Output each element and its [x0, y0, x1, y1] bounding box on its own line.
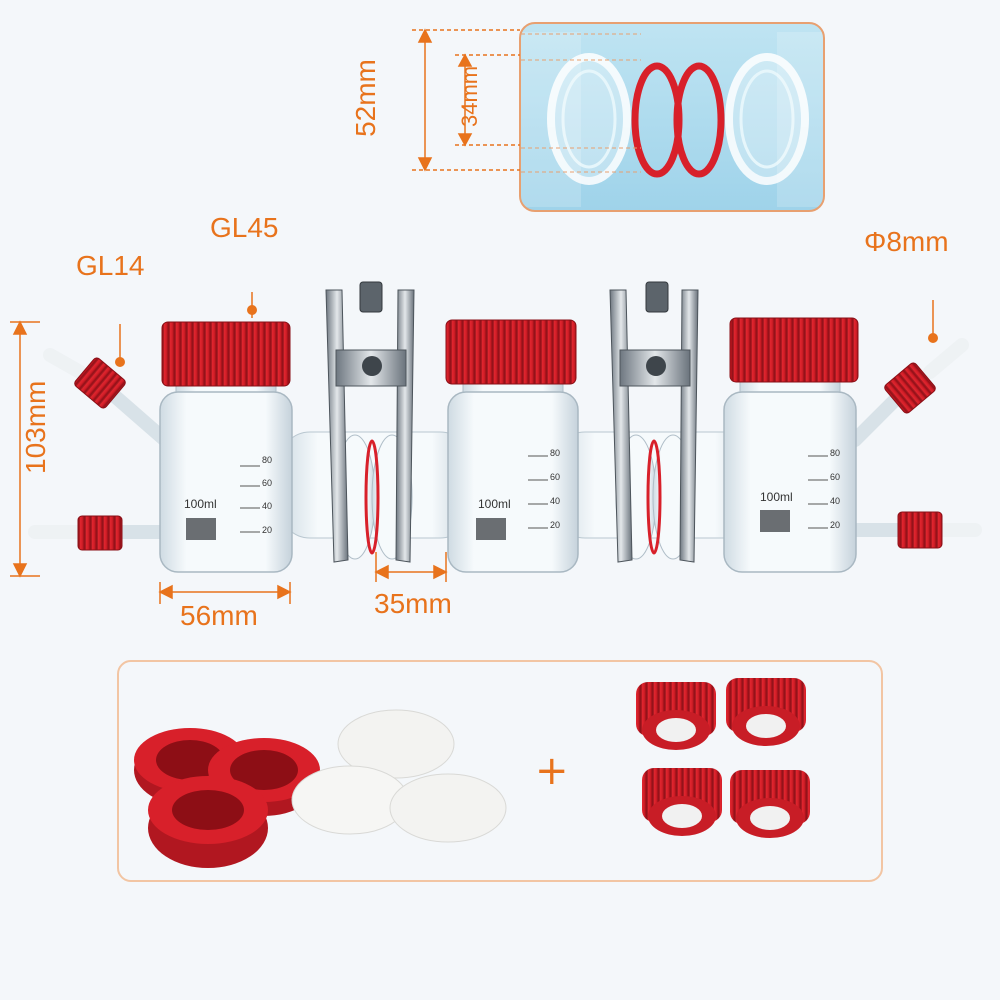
- joint-detail-inset: [519, 22, 825, 212]
- bottle-1-scale-60: 60: [262, 478, 273, 488]
- bottle-1-volume-label: 100ml: [184, 497, 217, 511]
- gl14-cap-left-top: [74, 357, 126, 409]
- bottle-2: [445, 319, 579, 573]
- bottle-1-scale-80: 80: [262, 455, 273, 465]
- phi8-label: Φ8mm: [864, 226, 949, 257]
- width-56mm-label: 56mm: [180, 600, 258, 631]
- bottle-1-scale-40: 40: [262, 501, 273, 511]
- bottle-3-scale-60: 60: [830, 472, 841, 482]
- left-side-arm-top: [43, 348, 172, 447]
- diameter-52mm-label: 52mm: [350, 59, 381, 137]
- bottle-3-scale-20: 20: [830, 520, 841, 530]
- dimension-103mm-line: [10, 320, 40, 578]
- gl45-pointer: [247, 292, 257, 318]
- bottle-1: [159, 321, 293, 573]
- gl14-label: GL14: [76, 250, 145, 281]
- dimension-52mm-line: [412, 28, 520, 172]
- gl45-spare-caps: [134, 728, 320, 868]
- bottle-2-scale-40: 40: [550, 496, 561, 506]
- dimension-34mm-line: [455, 53, 520, 147]
- gl14-spare-caps: [636, 678, 810, 838]
- ptfe-seal-discs: [291, 709, 507, 843]
- gl14-cap-right-bottom: [897, 511, 943, 549]
- bottle-3-scale-80: 80: [830, 448, 841, 458]
- bottle-2-scale-20: 20: [550, 520, 561, 530]
- bottle-2-scale-80: 80: [550, 448, 561, 458]
- joint-detail-illustration: [521, 32, 823, 207]
- gl14-pointer: [115, 324, 125, 367]
- pinch-clamp-left: [325, 281, 415, 563]
- bottle-3-volume-label: 100ml: [760, 490, 793, 504]
- gl45-label: GL45: [210, 212, 279, 243]
- bottle-2-volume-label: 100ml: [478, 497, 511, 511]
- pinch-clamp-right: [609, 281, 699, 563]
- phi8-pointer: [928, 300, 938, 343]
- gl14-cap-left-bottom: [77, 515, 123, 551]
- bottle-3: [723, 317, 859, 573]
- height-103mm-label: 103mm: [20, 380, 51, 474]
- gl14-cap-right-top: [884, 362, 936, 414]
- width-35mm-label: 35mm: [374, 588, 452, 619]
- diameter-34mm-label: 34mm: [457, 65, 482, 127]
- plus-sign: +: [535, 748, 569, 794]
- bottle-1-scale-20: 20: [262, 525, 273, 535]
- dimension-56mm-line: [158, 582, 292, 604]
- bottle-2-scale-60: 60: [550, 472, 561, 482]
- bottle-3-scale-40: 40: [830, 496, 841, 506]
- right-side-arm-top: [848, 338, 969, 447]
- accessories-inset: [117, 660, 883, 882]
- dimension-35mm-line: [374, 552, 448, 582]
